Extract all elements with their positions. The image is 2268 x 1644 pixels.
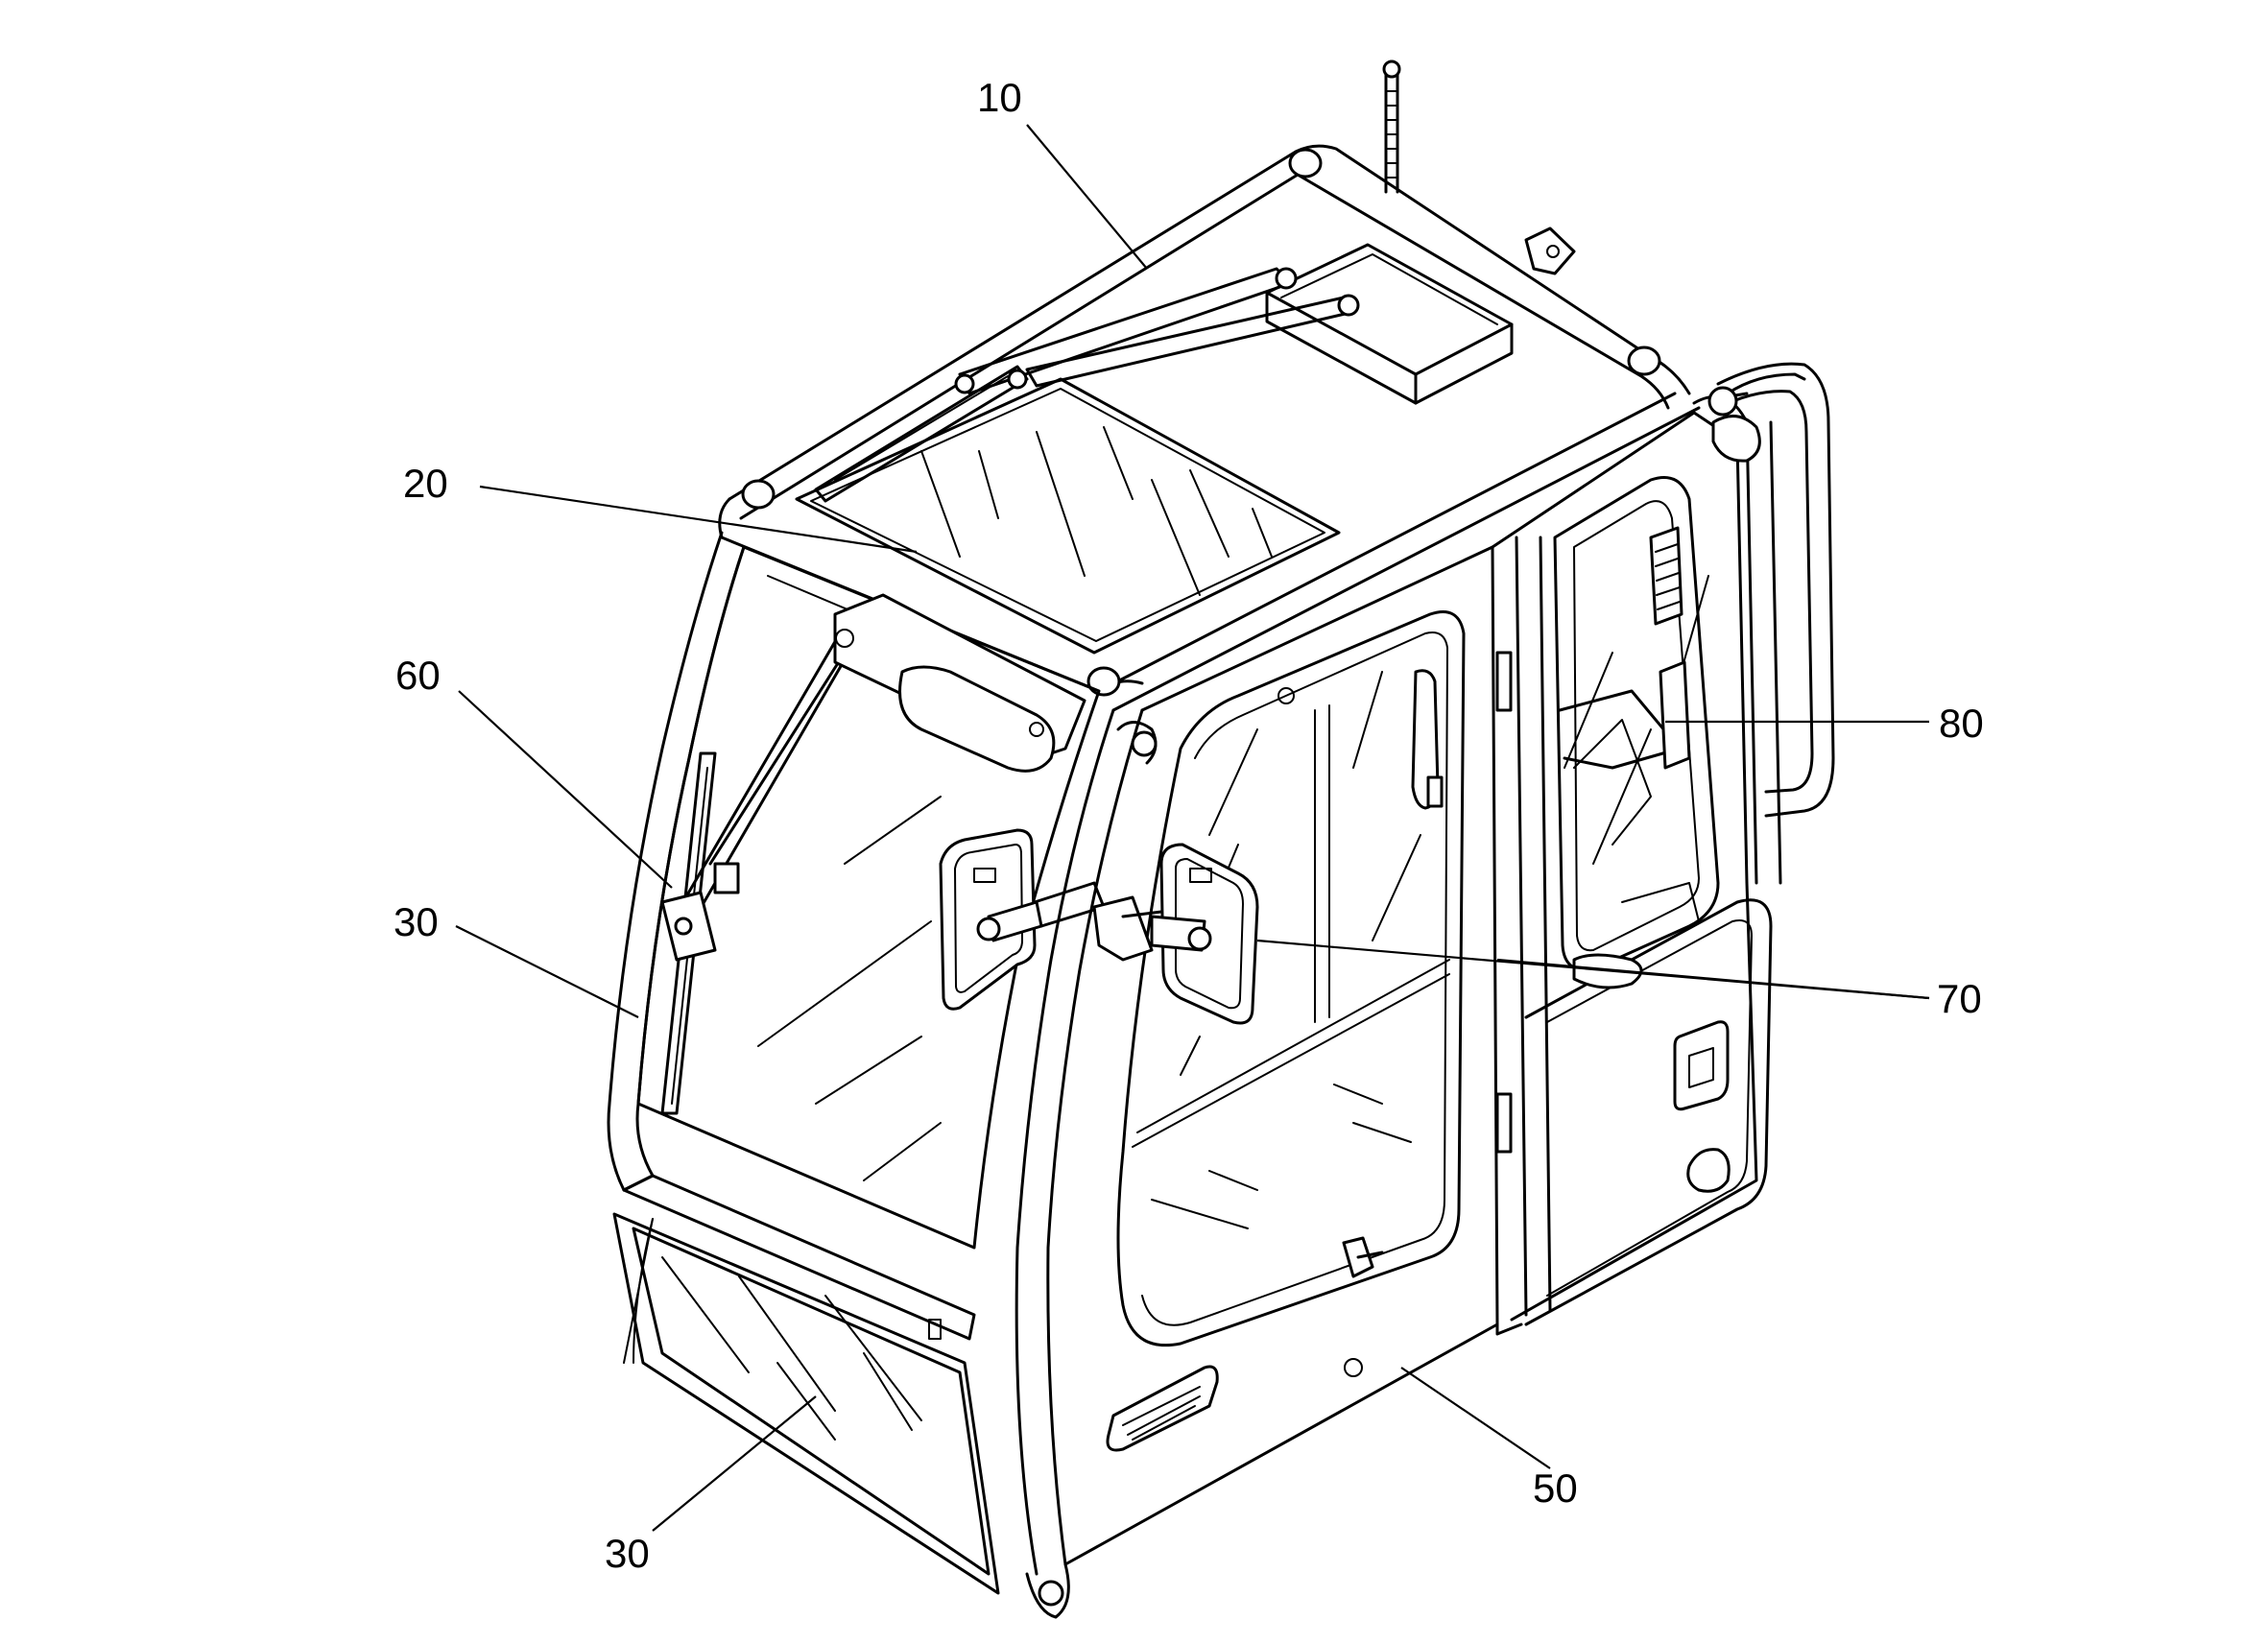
roof-vent-box	[1265, 243, 1514, 405]
callout-70: 70	[1937, 976, 1982, 1021]
door-pillar	[1015, 708, 1158, 1619]
callout-30-upper: 30	[394, 899, 439, 944]
wiper-motor-housing	[833, 593, 1086, 773]
leader-50	[1400, 1367, 1551, 1469]
callout-50: 50	[1533, 1465, 1578, 1511]
callout-10: 10	[977, 75, 1022, 120]
callout-labels: 10 20 60 30 30 50 70 80	[394, 75, 1984, 1576]
left-mirror	[939, 828, 1106, 1011]
callout-60: 60	[395, 653, 441, 698]
callout-20: 20	[403, 461, 448, 506]
callout-30-lower: 30	[605, 1531, 650, 1576]
roof-window	[795, 377, 1341, 655]
door-joint	[1495, 1322, 1523, 1336]
grab-handle	[1707, 362, 1835, 818]
cab-door	[1063, 545, 1499, 1566]
rear-handle	[1649, 526, 1691, 770]
front-left-pillar	[607, 531, 746, 1192]
leader-70b	[1496, 958, 1930, 1000]
leader-10	[1026, 124, 1148, 270]
cab-illustration	[607, 60, 1835, 1619]
leader-60	[458, 690, 673, 889]
door-hinges	[1495, 651, 1513, 1154]
roof-frame	[718, 144, 1701, 712]
leader-30a	[455, 925, 639, 1018]
front-lower-window	[612, 1174, 1000, 1595]
roof-wiper	[814, 267, 1360, 503]
callout-80: 80	[1939, 701, 1984, 746]
leader-lines	[455, 124, 1930, 1532]
leader-20	[479, 485, 918, 554]
rear-side-panel	[1491, 372, 1806, 1326]
front-wiper	[660, 631, 856, 1115]
right-mirror	[1092, 843, 1259, 1025]
antenna	[1382, 60, 1401, 194]
leader-30b	[652, 1395, 817, 1532]
